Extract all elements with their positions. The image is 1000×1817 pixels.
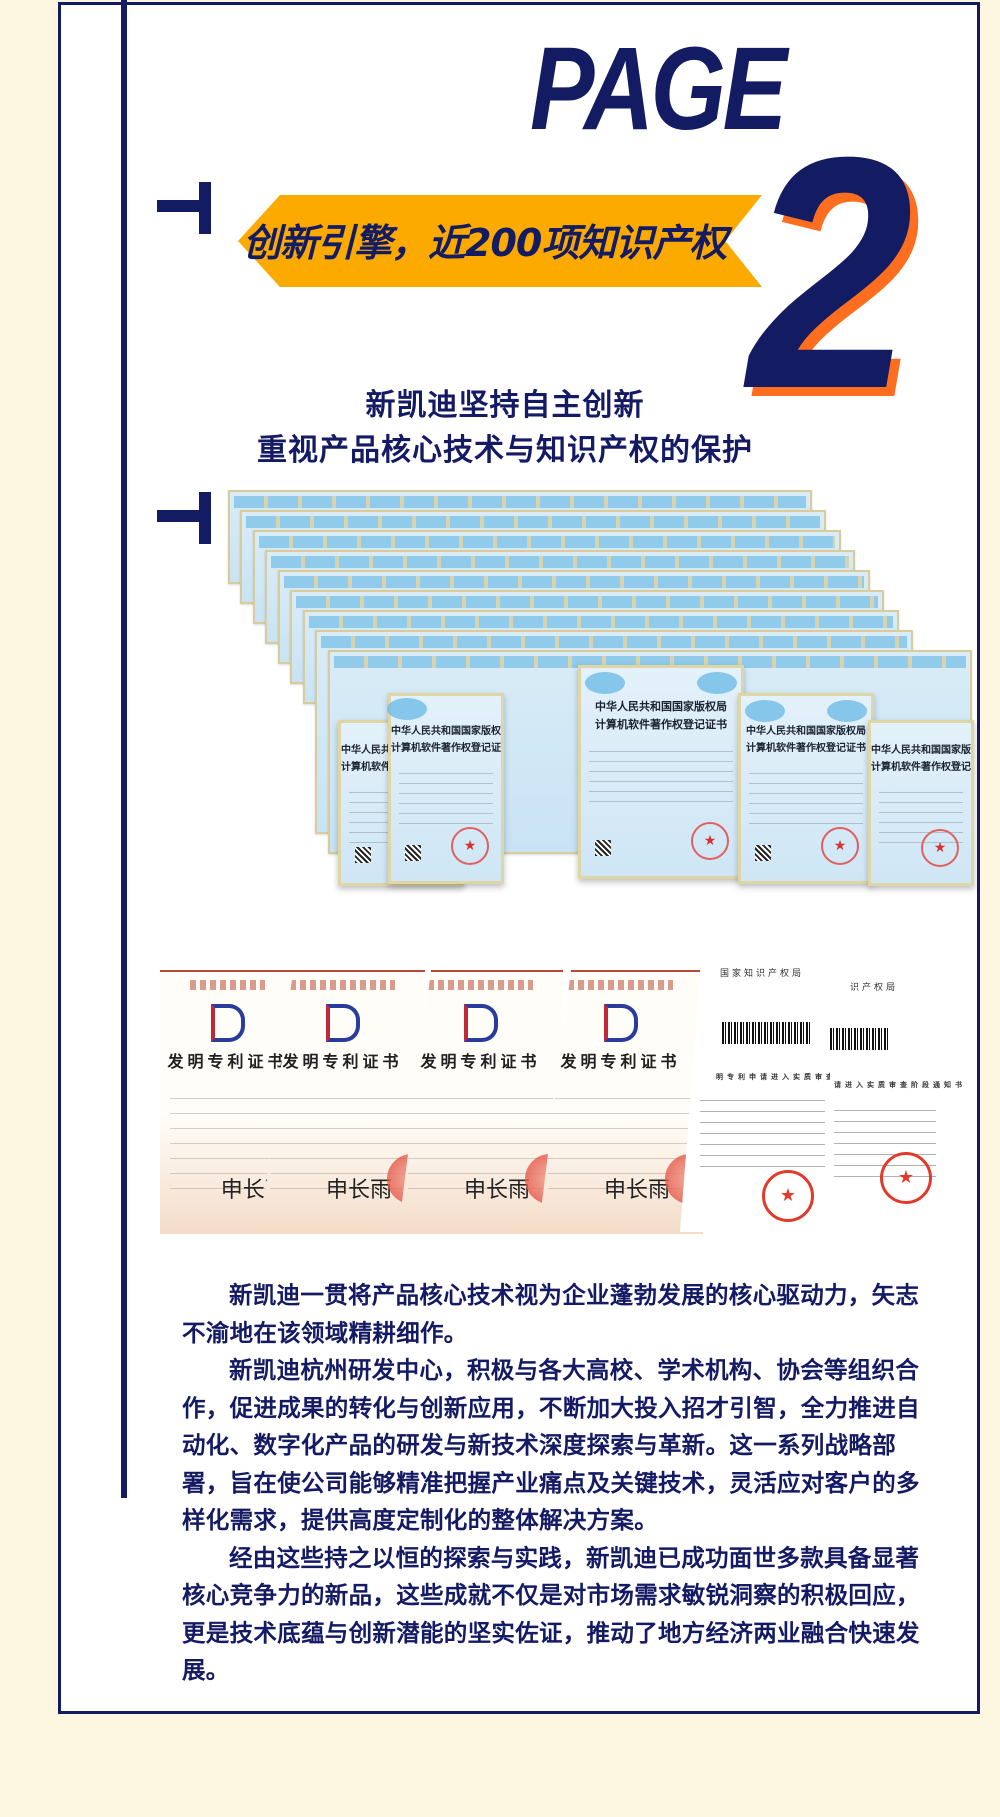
official-seal-icon: ★ — [691, 822, 729, 860]
official-seal-icon: ★ — [451, 827, 489, 865]
official-seal-icon: ★ — [821, 827, 859, 865]
paragraph-1: 新凯迪一贯将产品核心技术视为企业蓬勃发展的核心驱动力，矢志不渝地在该领域精耕细作… — [182, 1281, 920, 1347]
patent-certificate: 发明专利证书 申长雨 — [398, 970, 563, 1234]
body-text: 新凯迪一贯将产品核心技术视为企业蓬勃发展的核心驱动力，矢志不渝地在该领域精耕细作… — [182, 1277, 932, 1690]
software-certificate: 中华人民共和国国家版权局 计算机软件著作权登记证书 ★ — [387, 693, 504, 884]
paragraph-3: 经由这些持之以恒的探索与实践，新凯迪已成功面世多款具备显著核心竞争力的新品，这些… — [182, 1543, 920, 1685]
bracket-mark-icon — [157, 492, 211, 544]
signature: 申长雨 — [464, 1178, 531, 1203]
paragraph-2: 新凯迪杭州研发中心，积极与各大高校、学术机构、协会等组织合作，促进成果的转化与创… — [182, 1356, 920, 1534]
qr-code-icon — [755, 845, 771, 861]
page-number: 2 — [748, 88, 914, 457]
software-certificates-collage: 中华人民共和国国家版权局 计算机软件著作权登记证书 中华人民共和国国家版权局 计… — [228, 490, 974, 886]
patent-certificate: 发明专利证书 申长雨 — [260, 970, 425, 1234]
title-ribbon — [238, 195, 762, 287]
cnipa-logo-icon — [325, 1004, 360, 1042]
red-seal-icon: ★ — [762, 1170, 814, 1222]
page-label: PAGE — [530, 23, 787, 155]
cnipa-logo-icon — [603, 1004, 638, 1042]
section-title: 创新引擎，近200项知识产权 — [243, 221, 727, 265]
red-seal-icon: ★ — [880, 1152, 932, 1204]
subtitle-line-2: 重视产品核心技术与知识产权的保护 — [257, 433, 753, 468]
bracket-mark-icon — [157, 182, 211, 234]
software-certificate: 中华人民共和国国家版权局 计算机软件著作权登记证书 ★ — [738, 693, 874, 884]
subtitle-line-1: 新凯迪坚持自主创新 — [365, 388, 645, 423]
qr-code-icon — [595, 840, 611, 856]
software-certificate: 中华人民共和国国家版权局 计算机软件著作权登记证书 ★ — [578, 665, 744, 879]
qr-code-icon — [405, 845, 421, 861]
substantive-examination-notice: 国家知识产权局 明专利申请进入实质审查阶段通知书 ★ — [680, 960, 830, 1232]
signature: 申长雨 — [326, 1178, 393, 1203]
substantive-examination-notice: 识产权局 请进入实质审查阶段通知书 ★ — [830, 960, 962, 1232]
patent-certificates-collage: 发明专利证书 申长雨 发明专利证书 申长雨 发明专利证书 申长雨 发明专利证书 … — [160, 960, 962, 1235]
decorative-vertical-bar — [121, 0, 127, 1498]
official-seal-icon: ★ — [921, 829, 959, 867]
signature: 申长雨 — [604, 1178, 671, 1203]
qr-code-icon — [355, 847, 371, 863]
barcode-icon — [830, 1028, 890, 1050]
cnipa-logo-icon — [210, 1004, 245, 1042]
barcode-icon — [722, 1022, 812, 1044]
software-certificate: 中华人民共和国国家版权局 计算机软件著作权登记证书 ★ — [868, 720, 974, 886]
cnipa-logo-icon — [463, 1004, 498, 1042]
